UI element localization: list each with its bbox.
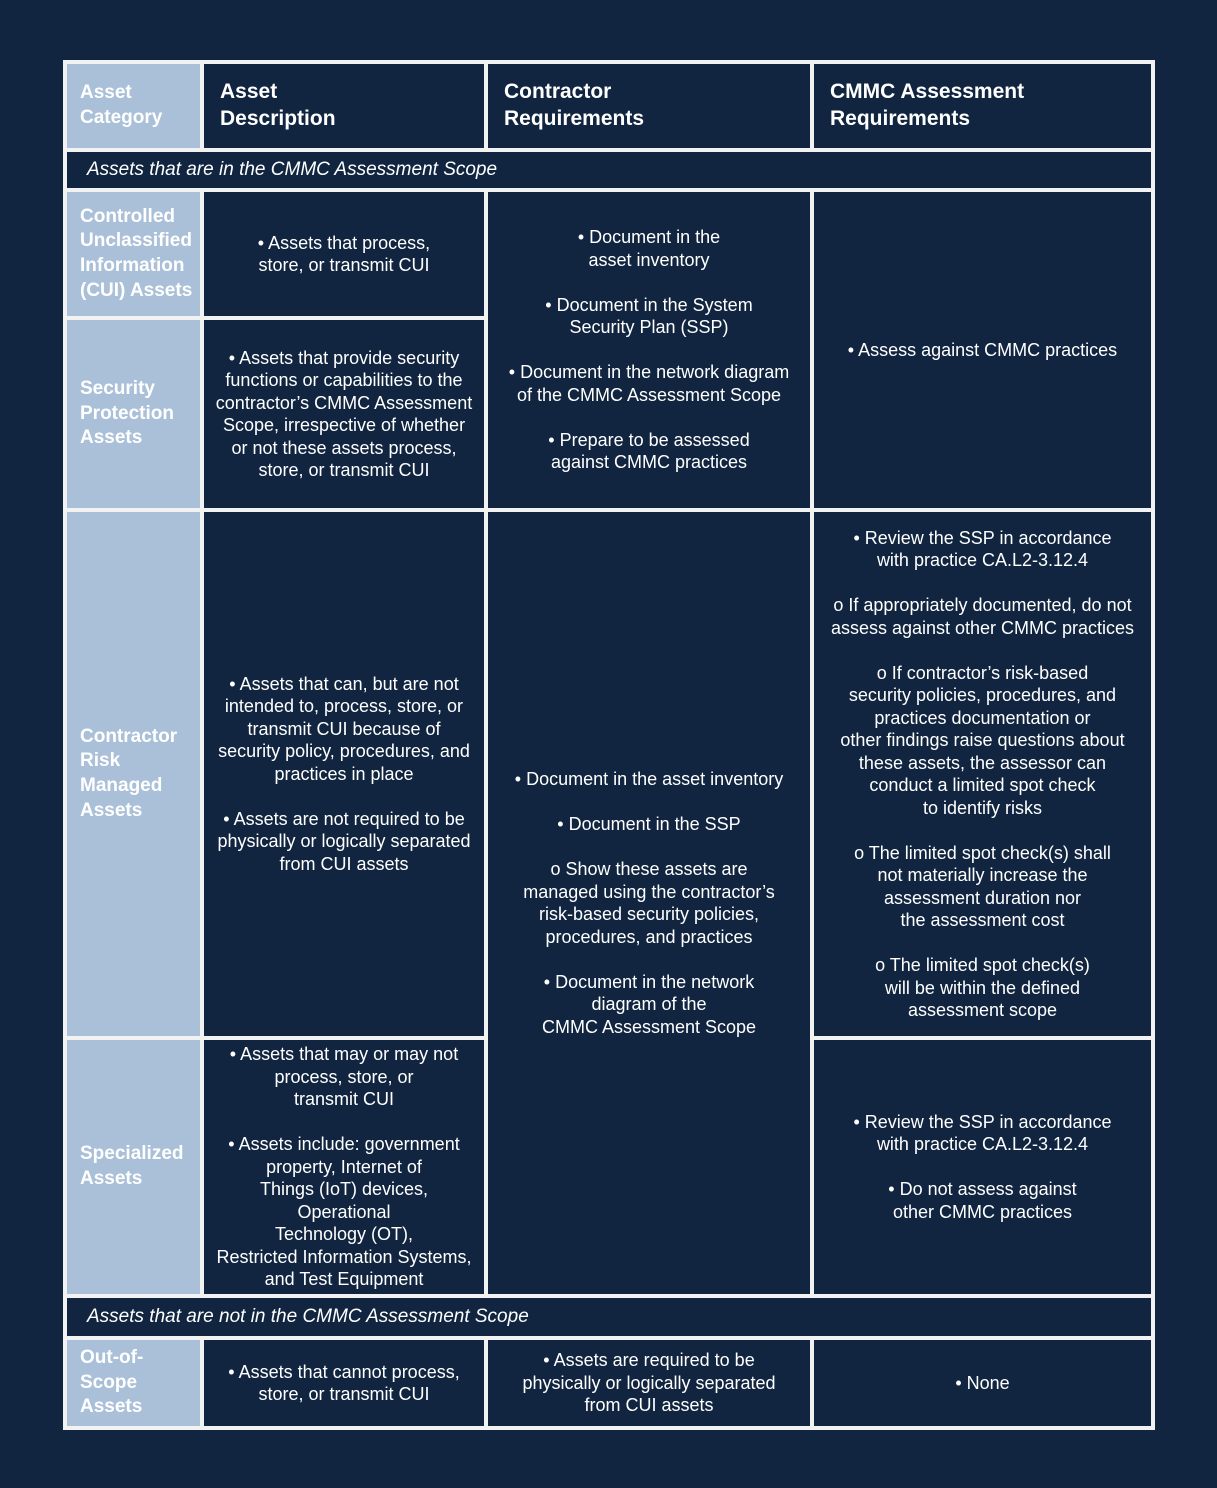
category-specialized-assets: Specialized Assets (67, 1040, 200, 1294)
description-security-protection-assets: • Assets that provide security functions… (204, 320, 484, 508)
description-specialized-assets: • Assets that may or may not process, st… (204, 1040, 484, 1294)
header-contractor-requirements: Contractor Requirements (488, 64, 810, 148)
category-out-of-scope-assets: Out-of-Scope Assets (67, 1340, 200, 1426)
section-not-in-scope: Assets that are not in the CMMC Assessme… (67, 1298, 1151, 1336)
cmmc-requirements-out-of-scope: • None (814, 1340, 1151, 1426)
category-cui-assets: Controlled Unclassified Information (CUI… (67, 192, 200, 316)
cmmc-scope-table: Asset Category Asset Description Contrac… (63, 60, 1155, 1430)
description-out-of-scope-assets: • Assets that cannot process, store, or … (204, 1340, 484, 1426)
category-security-protection-assets: Security Protection Assets (67, 320, 200, 508)
category-contractor-risk-managed-assets: Contractor Risk Managed Assets (67, 512, 200, 1036)
contractor-requirements-crma-specialized: • Document in the asset inventory • Docu… (488, 512, 810, 1294)
cmmc-requirements-cui-spa: • Assess against CMMC practices (814, 192, 1151, 508)
header-asset-description: Asset Description (204, 64, 484, 148)
cmmc-requirements-contractor-risk-managed: • Review the SSP in accordance with prac… (814, 512, 1151, 1036)
header-asset-category: Asset Category (67, 64, 200, 148)
header-cmmc-assessment-requirements: CMMC Assessment Requirements (814, 64, 1151, 148)
section-in-scope: Assets that are in the CMMC Assessment S… (67, 152, 1151, 188)
description-cui-assets: • Assets that process, store, or transmi… (204, 192, 484, 316)
contractor-requirements-cui-spa: • Document in the asset inventory • Docu… (488, 192, 810, 508)
cmmc-requirements-specialized: • Review the SSP in accordance with prac… (814, 1040, 1151, 1294)
description-contractor-risk-managed-assets: • Assets that can, but are not intended … (204, 512, 484, 1036)
contractor-requirements-out-of-scope: • Assets are required to be physically o… (488, 1340, 810, 1426)
